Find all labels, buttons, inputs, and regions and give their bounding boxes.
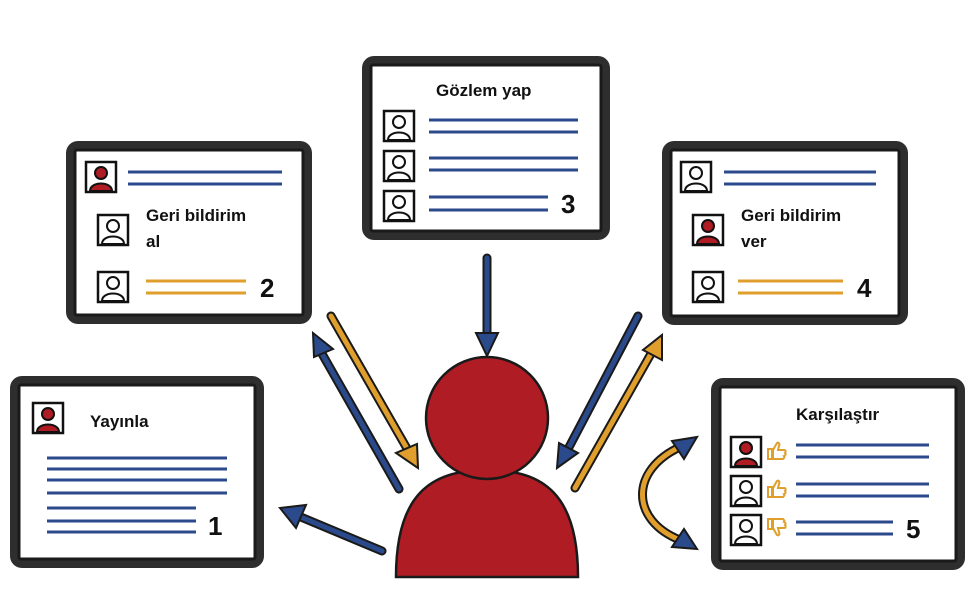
central-person-figure (394, 355, 580, 579)
card-observe-number: 3 (561, 189, 575, 219)
person-avatar-icon (691, 213, 725, 247)
arrow-icon (326, 311, 420, 470)
arrow-icon (555, 311, 643, 471)
arrow-icon (570, 332, 663, 493)
person-avatar-icon (729, 474, 763, 508)
person-avatar-icon (96, 270, 130, 304)
card-observe: Gözlem yap 3 (362, 56, 610, 240)
card-receive-title-line1: Geri bildirim (146, 206, 246, 225)
person-avatar-icon (382, 189, 416, 223)
arrow-icon (638, 435, 699, 551)
person-avatar-icon (382, 149, 416, 183)
person-avatar-icon (382, 109, 416, 143)
arrow-icon (474, 253, 500, 359)
card-publish: Yayınla 1 (10, 376, 264, 568)
person-avatar-icon (96, 213, 130, 247)
card-receive-feedback: Geri bildirim al 2 (66, 141, 312, 324)
card-receive-number: 2 (260, 273, 274, 303)
card-receive-title-line2: al (146, 232, 160, 251)
card-give-number: 4 (857, 273, 872, 303)
card-compare: Karşılaştır 5 (711, 378, 965, 570)
card-observe-title: Gözlem yap (436, 81, 531, 100)
person-avatar-icon (691, 270, 725, 304)
person-avatar-icon (84, 160, 118, 194)
card-publish-number: 1 (208, 511, 222, 541)
arrow-icon (311, 330, 404, 494)
person-avatar-icon (729, 435, 763, 469)
person-avatar-icon (729, 513, 763, 547)
card-compare-title: Karşılaştır (796, 405, 880, 424)
card-give-title-line2: ver (741, 232, 767, 251)
card-give-title-line1: Geri bildirim (741, 206, 841, 225)
person-avatar-icon (31, 401, 65, 435)
arrow-icon (278, 503, 387, 556)
card-give-feedback: Geri bildirim ver 4 (662, 141, 908, 325)
person-avatar-icon (679, 160, 713, 194)
card-compare-number: 5 (906, 514, 920, 544)
card-publish-title: Yayınla (90, 412, 149, 431)
